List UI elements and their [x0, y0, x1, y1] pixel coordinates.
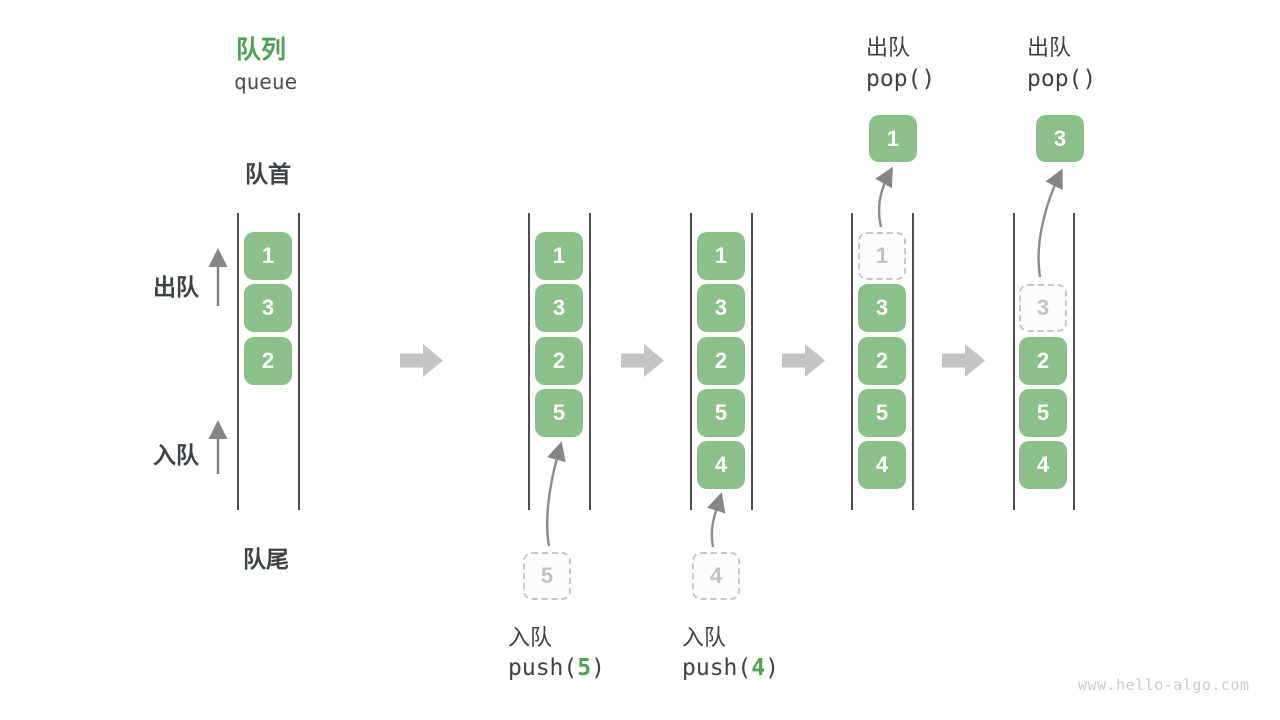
- code-pre: push(: [682, 655, 752, 681]
- push-arrow-stage3: [706, 492, 726, 548]
- enqueue-side-label: 入队: [153, 442, 199, 468]
- stage-transition-arrow: [942, 344, 985, 377]
- queue-wall-right: [589, 213, 591, 510]
- queue-cell: 3: [535, 284, 583, 332]
- queue-cell: 3: [858, 284, 906, 332]
- stage-transition-arrow: [400, 344, 443, 377]
- dequeue-side-label: 出队: [153, 274, 199, 300]
- removed-slot: 1: [858, 232, 906, 280]
- dequeue-op-code: pop(): [1027, 66, 1097, 92]
- queue-wall-left: [1013, 213, 1015, 510]
- queue-wall-left: [237, 213, 239, 510]
- code-arg: 4: [751, 655, 766, 681]
- queue-wall-left: [528, 213, 530, 510]
- queue-wall-right: [912, 213, 914, 510]
- queue-cell: 1: [244, 232, 292, 280]
- stage-transition-arrow: [621, 344, 664, 377]
- queue-cell: 5: [535, 389, 583, 437]
- queue-cell: 3: [244, 284, 292, 332]
- queue-cell: 3: [697, 284, 745, 332]
- enqueue-op-code: push(4): [682, 655, 779, 681]
- queue-cell: 2: [244, 337, 292, 385]
- dequeue-op-code: pop(): [866, 66, 936, 92]
- diagram-title-zh: 队列: [236, 36, 287, 64]
- pending-element: 4: [692, 552, 740, 600]
- queue-cell: 1: [697, 232, 745, 280]
- stage-transition-arrow: [782, 344, 825, 377]
- dequeue-op-label: 出队: [866, 35, 911, 60]
- pop-arrow-stage4: [875, 166, 893, 228]
- dequeue-op-label: 出队: [1027, 35, 1072, 60]
- code-arg: 5: [577, 655, 592, 681]
- enqueue-op-code: push(5): [508, 655, 605, 681]
- queue-cell: 1: [535, 232, 583, 280]
- queue-wall-left: [690, 213, 692, 510]
- queue-cell: 2: [697, 337, 745, 385]
- queue-wall-right: [751, 213, 753, 510]
- code-post: ): [765, 655, 779, 681]
- queue-cell: 5: [697, 389, 745, 437]
- queue-cell: 4: [697, 441, 745, 489]
- enqueue-op-label: 入队: [682, 625, 727, 650]
- queue-cell: 5: [858, 389, 906, 437]
- diagram-title-en: queue: [234, 70, 298, 94]
- queue-cell: 2: [858, 337, 906, 385]
- popped-element: 1: [869, 115, 917, 162]
- removed-slot: 3: [1019, 284, 1067, 332]
- queue-cell: 2: [535, 337, 583, 385]
- push-arrow-stage2: [545, 441, 566, 547]
- enqueue-op-label: 入队: [508, 625, 553, 650]
- pending-element: 5: [523, 552, 571, 600]
- pop-arrow-stage5: [1037, 168, 1063, 278]
- code-pre: push(: [508, 655, 578, 681]
- queue-rear-label: 队尾: [243, 546, 289, 572]
- queue-front-label: 队首: [245, 161, 291, 187]
- queue-cell: 2: [1019, 337, 1067, 385]
- queue-wall-left: [851, 213, 853, 510]
- popped-element: 3: [1036, 115, 1084, 162]
- watermark: www.hello-algo.com: [1078, 676, 1250, 694]
- code-post: ): [591, 655, 605, 681]
- queue-wall-right: [1073, 213, 1075, 510]
- queue-cell: 4: [1019, 441, 1067, 489]
- queue-cell: 5: [1019, 389, 1067, 437]
- queue-cell: 4: [858, 441, 906, 489]
- queue-wall-right: [298, 213, 300, 510]
